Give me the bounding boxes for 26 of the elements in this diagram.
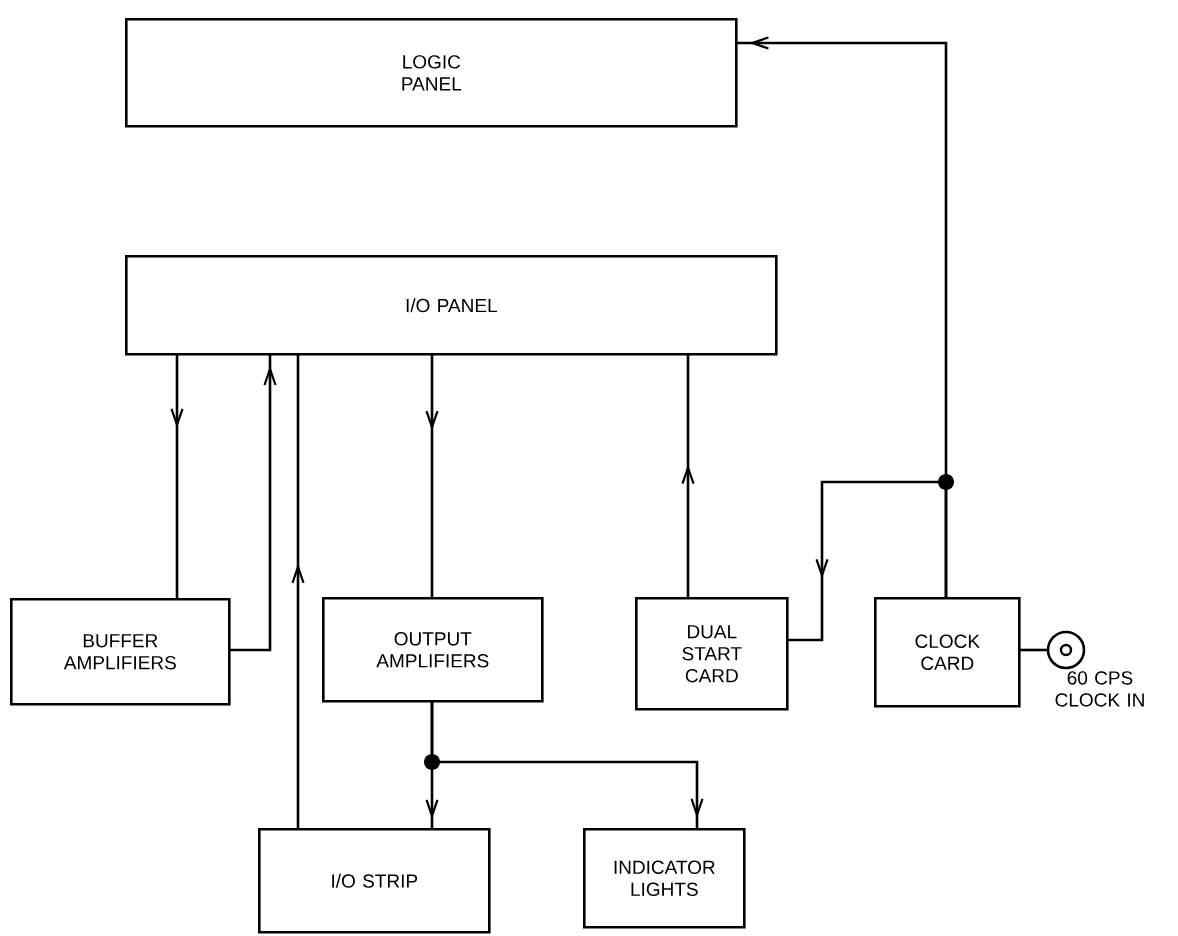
connector-line: [681, 354, 695, 599]
block-label: CLOCK CARD: [915, 634, 980, 671]
block-label: LOGIC PANEL: [402, 55, 462, 91]
block-box: [258, 828, 491, 934]
block-label: OUTPUT AMPLIFIERS: [376, 632, 489, 668]
connector-line: [291, 354, 305, 830]
block-label: DUAL START CARD: [682, 625, 742, 683]
block-box: [10, 598, 231, 706]
block-box: [635, 597, 789, 711]
connector-line: [170, 354, 184, 600]
connector-line: [787, 480, 948, 642]
connector-symbol: [1046, 630, 1086, 670]
block-box: [322, 597, 544, 703]
block-box: [125, 18, 738, 128]
block-label: I/O PANEL: [406, 298, 497, 313]
block-label: I/O STRIP: [332, 873, 418, 888]
block-label: BUFFER AMPLIFIERS: [63, 634, 176, 670]
block-box: [583, 828, 746, 929]
block-box: [125, 255, 778, 356]
block-label: INDICATOR LIGHTS: [614, 860, 715, 897]
connector-line: [425, 354, 439, 599]
connector-line: [229, 354, 277, 652]
connector-label: 60 CPS CLOCK IN: [1055, 671, 1144, 707]
connector-line: [1019, 648, 1048, 652]
block-box: [874, 597, 1021, 708]
connector-line: [430, 701, 704, 830]
